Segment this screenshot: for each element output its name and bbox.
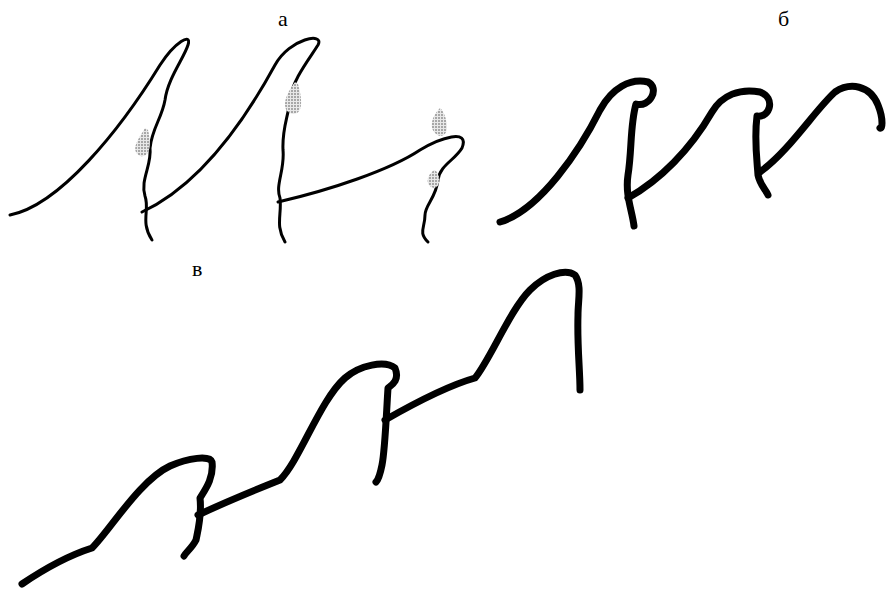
foam-patch — [135, 82, 447, 188]
panel-letter: а — [278, 8, 288, 30]
panel-letter: в — [192, 258, 202, 280]
panel-letter: б — [778, 8, 789, 30]
wave-series-c — [22, 272, 580, 584]
wave-series-a — [10, 38, 463, 242]
wave-series-b — [500, 81, 882, 226]
